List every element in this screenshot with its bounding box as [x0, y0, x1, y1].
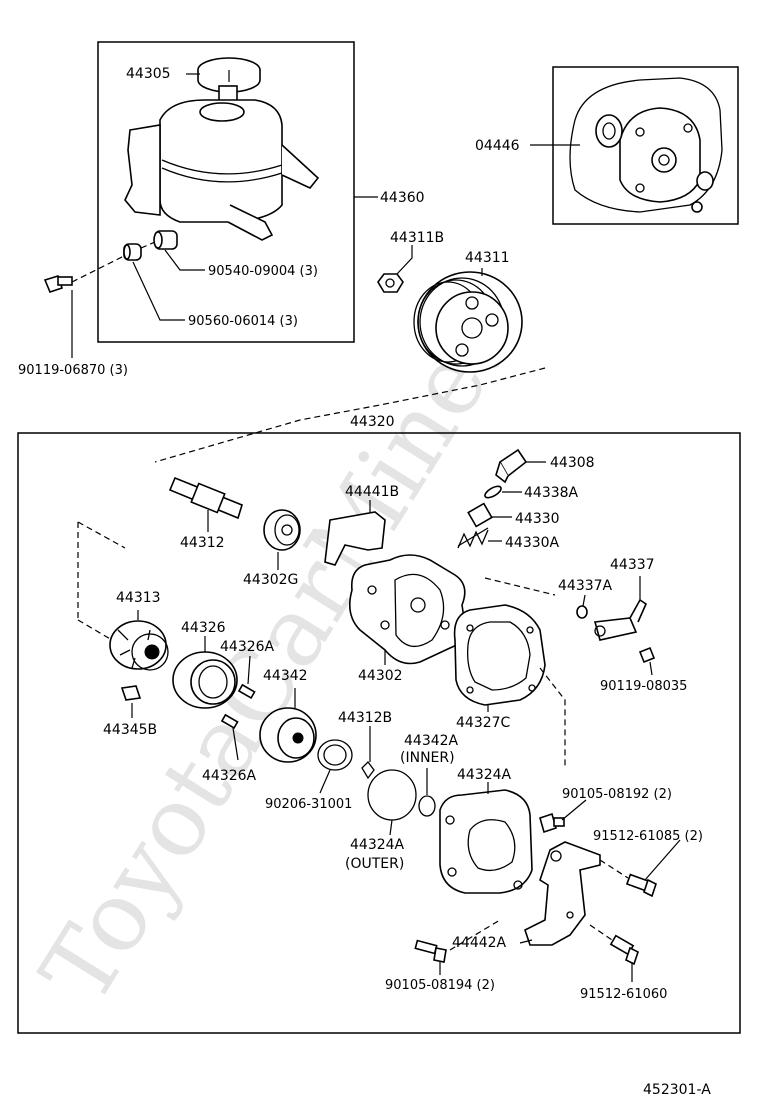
bushing-90540: [153, 230, 178, 250]
label-90540-09004: 90540-09004 (3): [208, 264, 318, 279]
label-44305: 44305: [126, 66, 171, 82]
pin-44326A-bottom: [220, 713, 239, 730]
reservoir-tank: [124, 99, 320, 241]
label-91512-61060: 91512-61060: [580, 987, 667, 1002]
bolt-90105-08194: [414, 939, 447, 963]
label-44330A: 44330A: [505, 535, 560, 551]
gasket-44327C: [453, 604, 546, 706]
label-44311: 44311: [465, 250, 510, 266]
watermark: ToyotaCarMine.: [20, 304, 527, 1022]
label-44312B: 44312B: [338, 710, 392, 726]
vane-44345B: [120, 685, 142, 701]
label-91512-61085: 91512-61085 (2): [593, 829, 703, 844]
label-90105-08192: 90105-08192 (2): [562, 787, 672, 802]
spring-44330A: [457, 527, 489, 549]
label-44326A-top: 44326A: [220, 639, 275, 655]
label-90206-31001: 90206-31001: [265, 797, 352, 812]
label-44337: 44337: [610, 557, 655, 573]
label-44330: 44330: [515, 511, 560, 527]
bracket-44442A: [524, 841, 601, 946]
bolt-91512-61085: [625, 873, 657, 898]
label-90105-08194: 90105-08194 (2): [385, 978, 495, 993]
bearing-44302G: [263, 509, 301, 551]
pulley-nut-44311B: [377, 273, 404, 293]
cam-ring-44326: [172, 651, 238, 709]
fitting-44308: [495, 448, 528, 484]
label-04446: 04446: [475, 138, 520, 154]
label-44327C: 44327C: [456, 715, 511, 731]
fitting-44337: [593, 598, 648, 641]
label-44302G: 44302G: [243, 572, 298, 588]
label-44312: 44312: [180, 535, 225, 551]
clip-44312B: [361, 761, 375, 780]
label-44345B: 44345B: [103, 722, 157, 738]
o-ring-44324A-outer: [367, 769, 417, 821]
label-44338A: 44338A: [524, 485, 579, 501]
pump-assembly-frame: [17, 432, 741, 1034]
valve-44330: [467, 502, 493, 528]
label-44360: 44360: [380, 190, 425, 206]
bolt-90105-08192: [539, 812, 565, 834]
label-44342: 44342: [263, 668, 308, 684]
label-44320: 44320: [350, 414, 395, 430]
shaft-44312: [168, 476, 243, 520]
label-44342A: 44342A: [404, 733, 459, 749]
label-90119-08035: 90119-08035: [600, 679, 687, 694]
label-44326A-bottom: 44326A: [202, 768, 257, 784]
label-outer: (OUTER): [345, 856, 404, 872]
side-plate-44342: [259, 707, 317, 763]
bushing-90560: [123, 243, 142, 261]
label-44302: 44302: [358, 668, 403, 684]
label-90560-06014: 90560-06014 (3): [188, 314, 298, 329]
bolt-90119-06870: [43, 275, 73, 293]
housing-44302: [349, 554, 467, 665]
label-44442A: 44442A: [452, 935, 507, 951]
o-ring-44342A-inner: [418, 795, 436, 817]
label-90119-06870: 90119-06870 (3): [18, 363, 128, 378]
reservoir-group-frame: [97, 41, 355, 343]
label-44337A: 44337A: [558, 578, 613, 594]
label-44311B: 44311B: [390, 230, 444, 246]
label-44441B: 44441B: [345, 484, 399, 500]
snap-ring-90206-31001: [317, 739, 353, 771]
label-44313: 44313: [116, 590, 161, 606]
o-ring-44338A: [484, 485, 502, 499]
pulley-44311: [413, 271, 523, 373]
pin-44326A-top: [237, 683, 256, 700]
label-inner: (INNER): [400, 750, 455, 766]
bracket-44441B: [324, 511, 386, 566]
label-44324A-bottom: 44324A: [350, 837, 405, 853]
o-ring-44337A: [576, 605, 588, 619]
gasket-kit-04446: [569, 77, 723, 213]
label-44326: 44326: [181, 620, 226, 636]
diagram-id: 452301-A: [643, 1082, 711, 1098]
rear-cover-44324A: [439, 789, 533, 894]
bolt-90119-08035: [638, 646, 656, 664]
rotor-44313: [109, 620, 169, 671]
bolt-91512-61060: [609, 934, 639, 966]
label-44308: 44308: [550, 455, 595, 471]
label-44324A-top: 44324A: [457, 767, 512, 783]
